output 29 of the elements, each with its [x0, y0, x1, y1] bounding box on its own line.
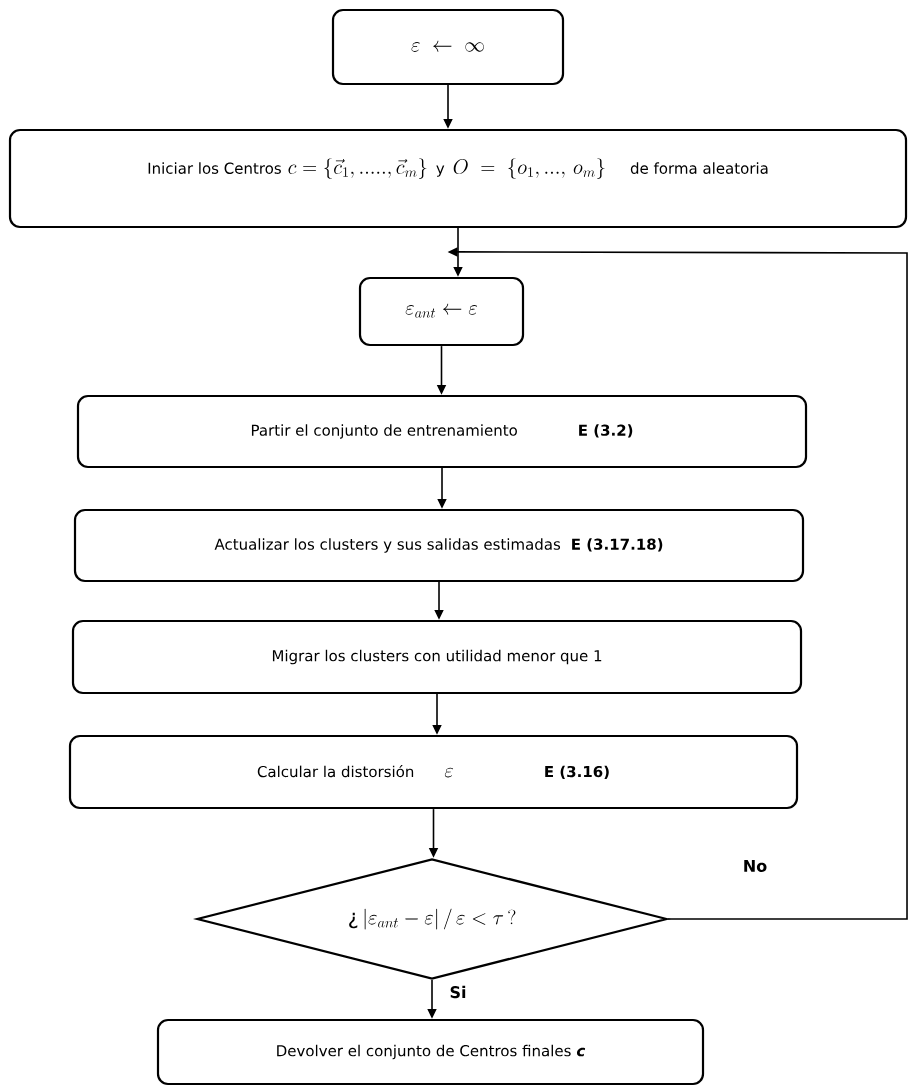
node-label: E (3.16) [545, 765, 609, 779]
process-box [76, 394, 808, 469]
process-box [68, 734, 799, 810]
process-box [358, 276, 525, 347]
node-label: Calcular la distorsión [257, 765, 414, 778]
process-box [73, 508, 805, 583]
process-box [156, 1018, 705, 1086]
node-label: E (3.2) [579, 424, 633, 438]
node-label: $c=\left\{\vec{c}_1,.....,\vec{c}_m\right\}$ [288, 158, 427, 179]
box-text: Devolver el conjunto de Centros finales c [277, 1044, 586, 1060]
box-text: $\varepsilon_{ant}\leftarrow\varepsilon$ [405, 303, 478, 318]
box-text: Calcular la distorsión $\varepsilon$ E (3.16) [257, 765, 609, 779]
box-text: Actualizar los clusters y sus salidas estimadas E (3.17.18) [214, 538, 663, 553]
condition-text: $\mbox{¿}\left|\varepsilon_{ant}-\varepsilon\right|/\,\varepsilon<\tau\,?$ [349, 908, 516, 930]
process-box [331, 8, 565, 86]
node-label: Iniciar los Centros [148, 162, 281, 174]
process-box [8, 128, 908, 229]
edge-label: Si [448, 984, 468, 1000]
node-label: $O\;=\;\left\{o_1,...,\,o_m\right\}$ [453, 158, 605, 179]
node-label: $\varepsilon$ [444, 767, 454, 778]
node-label: de forma aleatoria [630, 162, 768, 174]
box-text: Migrar los clusters con utilidad menor que 1 [272, 649, 602, 665]
node-label: y [436, 165, 445, 177]
box-text: Iniciar los Centros $c=\left\{\vec{c}_1,.....,\vec{c}_m\right\}$ y $O\;=\;\left\{o_1,...,\,o_m\right\}$ de forma aleatoria [148, 158, 768, 179]
edge-label: No [741, 859, 769, 873]
node-label: Partir el conjunto de entrenamiento [251, 424, 517, 439]
process-box [71, 619, 803, 695]
box-text: $\varepsilon \;\leftarrow\; \infty$ [411, 40, 484, 52]
box-text: Partir el conjunto de entrenamiento E (3.2) [251, 424, 633, 439]
